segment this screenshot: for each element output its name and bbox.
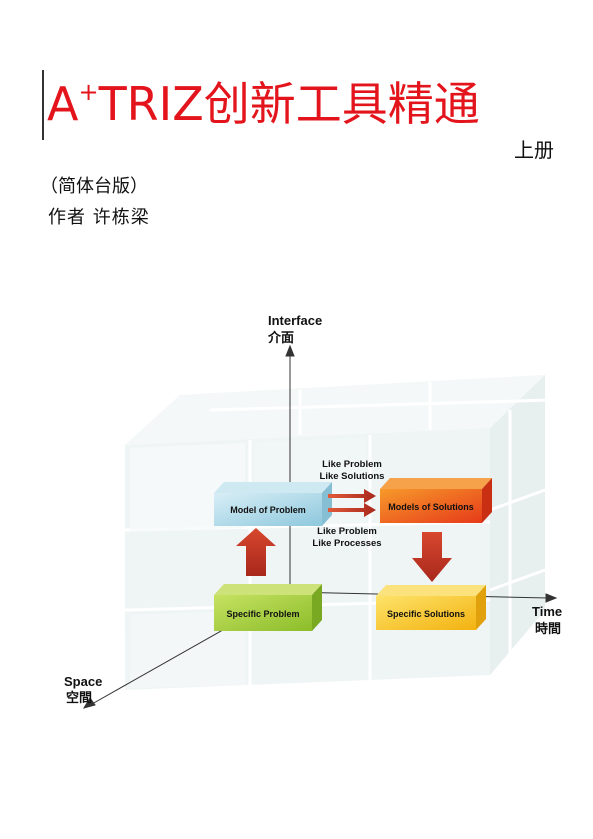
arrow-up xyxy=(236,528,276,576)
axis-interface-label: Interface xyxy=(268,313,322,328)
arrow-right-bottom xyxy=(328,503,376,517)
box-models-of-solutions: Models of Solutions xyxy=(380,478,492,523)
box-models-of-solutions-label: Models of Solutions xyxy=(388,502,474,512)
box-specific-solutions: Specific Solutions xyxy=(376,585,486,630)
axis-interface-label-zh: 介面 xyxy=(267,330,294,345)
box-specific-problem: Specific Problem xyxy=(214,584,322,631)
author-line: 作者 许栋梁 xyxy=(48,207,150,228)
axis-time-label: Time xyxy=(532,604,562,619)
volume-label: 上册 xyxy=(514,138,554,162)
arrow-bottom-label-2: Like Processes xyxy=(312,538,381,549)
arrow-bottom-label-1: Like Problem xyxy=(317,526,377,537)
box-model-of-problem: Model of Problem xyxy=(214,482,332,526)
triz-cube-diagram: Interface 介面 Time 時間 Space 空間 Model of P… xyxy=(64,313,562,709)
arrow-down xyxy=(412,532,452,582)
axis-space-label: Space xyxy=(64,674,102,689)
axis-space-label-zh: 空間 xyxy=(66,690,92,705)
arrow-top-label-1: Like Problem xyxy=(322,459,382,470)
title-rule xyxy=(42,70,44,140)
axis-time-label-zh: 時間 xyxy=(535,621,561,636)
arrow-right-top xyxy=(328,489,376,503)
edition-label: （简体台版） xyxy=(40,176,148,197)
box-specific-solutions-label: Specific Solutions xyxy=(387,609,465,619)
arrow-top-label-2: Like Solutions xyxy=(320,471,385,482)
box-specific-problem-label: Specific Problem xyxy=(226,609,299,619)
book-title: A+TRIZ创新工具精通 xyxy=(47,77,480,131)
box-model-of-problem-label: Model of Problem xyxy=(230,505,306,515)
